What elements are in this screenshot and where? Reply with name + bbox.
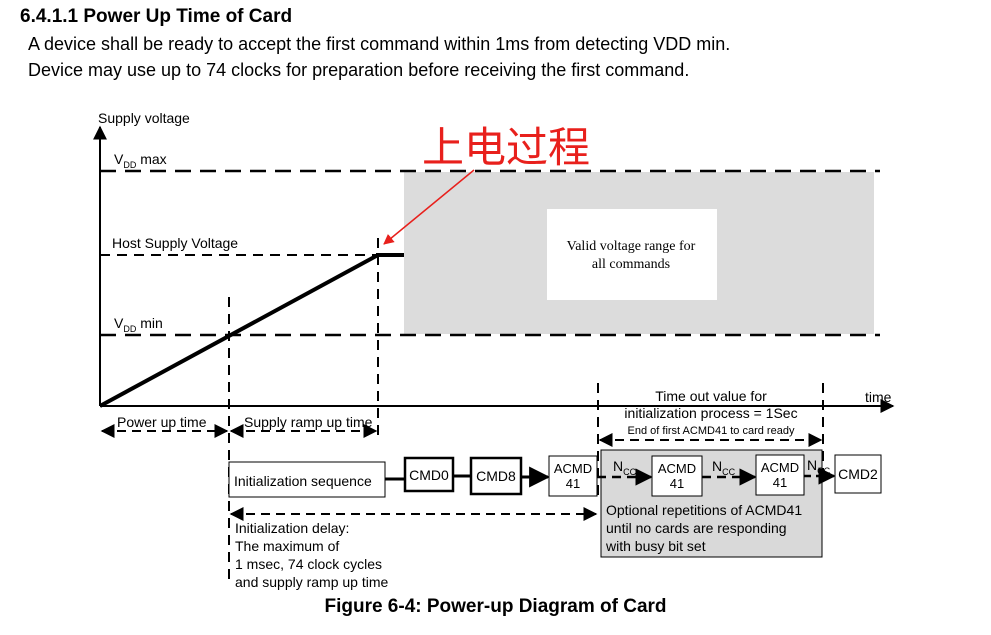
optional-label-1: Optional repetitions of ACMD41 bbox=[606, 502, 802, 518]
vdd-max-label: VDD max bbox=[114, 151, 167, 170]
init-sequence-box bbox=[228, 461, 386, 498]
valid-voltage-label-box bbox=[547, 209, 717, 300]
init-delay-label-3: 1 msec, 74 clock cycles bbox=[235, 556, 382, 572]
ramp-line bbox=[99, 253, 379, 408]
timeout-label-2: initialization process = 1Sec bbox=[624, 405, 797, 421]
acmd41-1-bottom: 41 bbox=[566, 476, 580, 491]
y-axis-label: Supply voltage bbox=[98, 110, 190, 126]
acmd41-3-top: ACMD bbox=[761, 460, 799, 475]
valid-range-label-1: Valid voltage range for bbox=[567, 239, 696, 254]
acmd41-2-top: ACMD bbox=[658, 461, 696, 476]
init-delay-label-1: Initialization delay: bbox=[235, 520, 349, 536]
init-delay-label-4: and supply ramp up time bbox=[235, 574, 389, 590]
paragraph-1: A device shall be ready to accept the fi… bbox=[28, 34, 731, 54]
acmd41-2-bottom: 41 bbox=[670, 476, 684, 491]
valid-range-label-2: all commands bbox=[592, 257, 670, 272]
acmd41-box-2 bbox=[651, 455, 703, 497]
init-sequence-label: Initialization sequence bbox=[234, 473, 372, 489]
paragraph-2: Device may use up to 74 clocks for prepa… bbox=[28, 60, 690, 80]
power-up-time-label: Power up time bbox=[117, 414, 207, 430]
ncc-label-3: NCC bbox=[807, 457, 831, 476]
optional-label-3: with busy bit set bbox=[605, 538, 706, 554]
annotation-arrow bbox=[383, 169, 475, 245]
cmd0-label: CMD0 bbox=[409, 467, 449, 483]
cmd2-label: CMD2 bbox=[838, 466, 878, 482]
ramp-time-label: Supply ramp up time bbox=[244, 414, 373, 430]
cmd0-box bbox=[403, 456, 455, 493]
cmd8-box bbox=[469, 456, 523, 496]
acmd41-1-top: ACMD bbox=[554, 461, 592, 476]
cmd2-box bbox=[834, 454, 882, 494]
init-delay-label-2: The maximum of bbox=[235, 538, 339, 554]
x-axis-label: time bbox=[865, 389, 892, 405]
host-supply-label: Host Supply Voltage bbox=[112, 235, 238, 251]
cmd8-label: CMD8 bbox=[476, 468, 516, 484]
acmd41-box-1 bbox=[548, 455, 598, 497]
optional-label-2: until no cards are responding bbox=[606, 520, 787, 536]
vdd-min-label: VDD min bbox=[114, 315, 163, 334]
ncc-label-2: NCC bbox=[712, 458, 736, 477]
acmd41-3-bottom: 41 bbox=[773, 475, 787, 490]
section-heading: 6.4.1.1 Power Up Time of Card bbox=[20, 6, 293, 27]
timeout-label-1: Time out value for bbox=[655, 388, 767, 404]
figure-caption: Figure 6-4: Power-up Diagram of Card bbox=[324, 596, 667, 617]
ncc-label-1: NCC bbox=[613, 458, 637, 477]
power-up-annotation: 上电过程 bbox=[422, 124, 590, 171]
timeout-label-3: End of first ACMD41 to card ready bbox=[628, 425, 795, 437]
acmd41-box-3 bbox=[755, 454, 805, 496]
